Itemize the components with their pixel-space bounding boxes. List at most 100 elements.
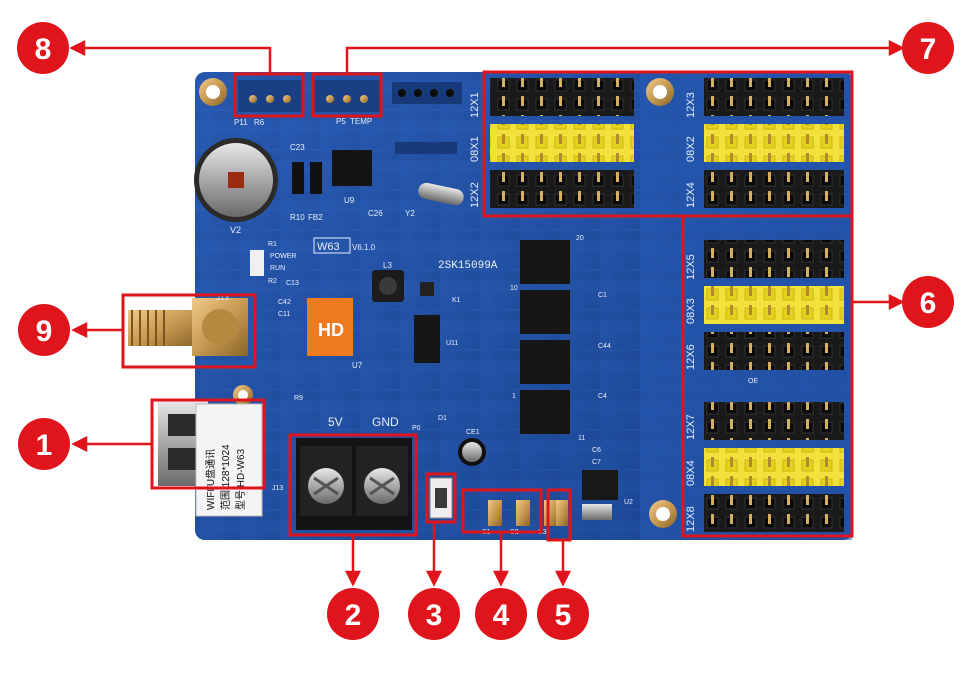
- version-label: V6.1.0: [352, 243, 376, 252]
- regulator-u2: U2 C6 C7: [582, 447, 633, 520]
- callout-5-number: 5: [555, 599, 572, 632]
- header-right-7: 12X7: [685, 414, 697, 440]
- pin-11-label: 11: [578, 435, 585, 442]
- ref-antenna: J13: [216, 293, 229, 302]
- ref-u11: U11: [446, 340, 458, 347]
- box-7b: [482, 70, 854, 218]
- ref-p5: P5: [336, 117, 346, 126]
- callout-arrows: [69, 39, 905, 587]
- test-button: [429, 477, 453, 519]
- led-run-label: RUN: [270, 265, 285, 272]
- hub-headers-left: 12X1 08X1 12X2: [469, 78, 634, 208]
- callout-2: 2: [327, 588, 379, 640]
- ref-c6: C6: [592, 447, 601, 454]
- brand-logo: HD U7: [307, 298, 363, 370]
- callout-6-number: 6: [920, 287, 937, 320]
- callout-9: 9: [18, 304, 70, 356]
- logo-text: HD: [318, 320, 344, 340]
- ref-d1: D1: [438, 415, 447, 422]
- p5-temp-header: P5 TEMP: [314, 80, 380, 126]
- header-right-5: 08X3: [685, 298, 697, 324]
- box-3: [425, 472, 457, 524]
- ref-c13: C13: [286, 280, 299, 287]
- inductor-l3: L3: [372, 261, 404, 302]
- p11-header: P11 R6: [234, 80, 302, 127]
- ref-k1: K1: [452, 297, 461, 304]
- usb-port: WIFI/U盘通讯 范围:128*1024 型号:HD-W63 J13: [158, 400, 283, 517]
- header-left-1: 12X1: [469, 92, 481, 118]
- ref-fb2: FB2: [308, 213, 323, 222]
- callout-2-number: 2: [345, 599, 362, 632]
- callout-4: 4: [475, 588, 527, 640]
- header-left-2: 08X1: [469, 136, 481, 162]
- chip-text: 2SK15099A: [438, 260, 498, 272]
- battery-holder: V2: [194, 138, 278, 235]
- label-5v: 5V: [328, 415, 343, 429]
- label-gnd: GND: [372, 415, 399, 429]
- callout-1-number: 1: [36, 429, 53, 462]
- header-right-1: 12X3: [685, 92, 697, 118]
- chip-u9: U9 R10 FB2 C26 C23: [290, 143, 383, 222]
- ref-c11: C11: [278, 311, 290, 318]
- ref-j13: J13: [272, 485, 283, 492]
- ref-l3: L3: [383, 261, 392, 270]
- callout-7-number: 7: [920, 33, 937, 66]
- ref-p0: P0: [412, 425, 421, 432]
- callout-3-number: 3: [426, 599, 443, 632]
- ref-v2: V2: [230, 225, 241, 235]
- header-right-2: 08X2: [685, 136, 697, 162]
- ref-r2: R2: [268, 278, 277, 285]
- crystal-y2: Y2: [405, 182, 464, 218]
- box-6: [681, 214, 854, 538]
- chip-u11: U11 K1: [414, 282, 461, 363]
- model-label: W63: [317, 241, 340, 253]
- power-terminal: 5V GND P0: [296, 415, 421, 530]
- sma-antenna-connector: J13 C42 C11 C13 R9: [128, 280, 303, 402]
- status-leds: R1 POWER RUN R2: [250, 241, 296, 285]
- ref-r6: R6: [254, 118, 265, 127]
- header-right-6: 12X6: [685, 344, 697, 370]
- ref-r10: R10: [290, 213, 305, 222]
- ref-c44: C44: [598, 343, 611, 350]
- model-silkscreen: W63 V6.1.0 2SK15099A: [313, 237, 498, 272]
- callout-6: 6: [902, 276, 954, 328]
- usb-label-line2: 范围:128*1024: [219, 444, 232, 510]
- capacitor-ce1: CE1 D1: [438, 415, 486, 466]
- oe-label: OE: [748, 378, 758, 385]
- pin-10-label: 10: [510, 285, 518, 292]
- ref-u2: U2: [624, 499, 633, 506]
- callout-7: 7: [902, 22, 954, 74]
- usb-label-line3: 型号:HD-W63: [234, 448, 247, 510]
- hub-headers-right: 12X3 08X2 12X4 12X5 08X3 12X6 12X7 08X4 …: [685, 78, 844, 532]
- ref-c4: C4: [598, 393, 607, 400]
- ref-c7: C7: [592, 459, 601, 466]
- ref-ce1: CE1: [466, 429, 480, 436]
- callout-1: 1: [18, 418, 70, 470]
- ref-c26: C26: [368, 209, 383, 218]
- callout-8: 8: [17, 22, 69, 74]
- jtag-header: [392, 82, 462, 154]
- ref-temp: TEMP: [350, 117, 372, 126]
- ref-y2: Y2: [405, 209, 415, 218]
- ref-u7: U7: [352, 361, 363, 370]
- ref-r9: R9: [294, 395, 303, 402]
- led-power-label: POWER: [270, 253, 296, 260]
- header-right-3: 12X4: [685, 182, 697, 208]
- ref-c42: C42: [278, 299, 291, 306]
- callout-9-number: 9: [36, 315, 53, 348]
- callout-4-number: 4: [493, 599, 510, 632]
- ref-u9: U9: [344, 196, 355, 205]
- callout-3: 3: [408, 588, 460, 640]
- ref-c1: C1: [598, 292, 607, 299]
- header-left-3: 12X2: [469, 182, 481, 208]
- box-5: [546, 488, 572, 542]
- header-right-8: 08X4: [685, 460, 697, 486]
- header-right-9: 12X8: [685, 506, 697, 532]
- callout-5: 5: [537, 588, 589, 640]
- pin-1-label: 1: [512, 393, 516, 400]
- ref-r1: R1: [268, 241, 277, 248]
- ref-c23: C23: [290, 143, 305, 152]
- callout-8-number: 8: [35, 33, 52, 66]
- usb-label-line1: WIFI/U盘通讯: [204, 449, 217, 510]
